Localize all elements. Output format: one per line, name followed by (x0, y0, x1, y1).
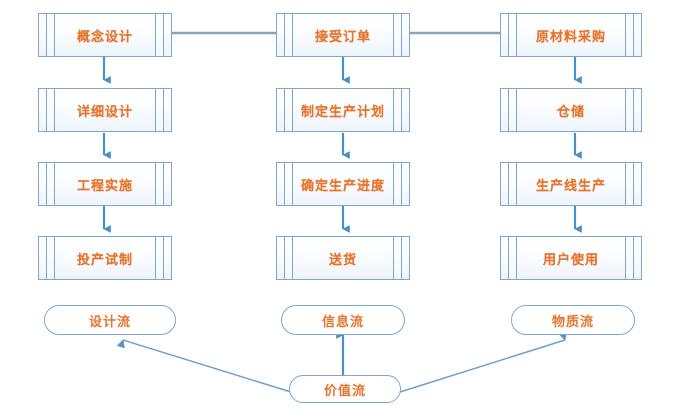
pill-design-flow[interactable]: 设计流 (44, 305, 176, 335)
process-box-trial-production[interactable]: 投产试制 (38, 236, 172, 280)
box-left-panel (508, 89, 517, 131)
process-box-label: 详细设计 (76, 103, 133, 119)
process-box-label: 工程实施 (76, 177, 133, 193)
box-right-panel (625, 163, 634, 205)
pill-label: 价值流 (323, 382, 366, 398)
process-box-label: 投产试制 (76, 251, 133, 267)
box-right-panel (393, 89, 402, 131)
box-left-panel (46, 237, 55, 279)
box-right-panel (625, 89, 634, 131)
box-left-panel (284, 237, 293, 279)
process-box-delivery[interactable]: 送货 (276, 236, 410, 280)
arrow-value-to-material (399, 331, 567, 393)
process-box-label: 确定生产进度 (300, 177, 385, 193)
box-right-panel (155, 163, 164, 205)
box-left-panel (508, 163, 517, 205)
box-left-panel (46, 14, 55, 56)
box-left-panel (284, 14, 293, 56)
process-box-label: 送货 (328, 251, 357, 267)
process-box-label: 用户使用 (542, 251, 599, 267)
process-box-label: 制定生产计划 (300, 103, 385, 119)
process-box-customer-use[interactable]: 用户使用 (500, 236, 642, 280)
box-left-panel (46, 89, 55, 131)
process-box-warehousing[interactable]: 仓储 (500, 88, 642, 132)
arrow-value-to-design (116, 339, 292, 393)
box-right-panel (625, 237, 634, 279)
box-right-panel (393, 237, 402, 279)
box-right-panel (393, 163, 402, 205)
process-box-label: 原材料采购 (535, 28, 606, 44)
pill-label: 设计流 (88, 313, 131, 329)
pill-material-flow[interactable]: 物质流 (511, 305, 635, 335)
box-right-panel (155, 89, 164, 131)
process-box-concept-design[interactable]: 概念设计 (38, 13, 172, 57)
process-box-detailed-design[interactable]: 详细设计 (38, 88, 172, 132)
box-right-panel (155, 14, 164, 56)
process-box-label: 仓储 (556, 103, 585, 119)
box-right-panel (155, 237, 164, 279)
box-right-panel (625, 14, 634, 56)
box-right-panel (393, 14, 402, 56)
process-box-production-schedule[interactable]: 确定生产进度 (276, 162, 410, 206)
process-box-label: 生产线生产 (535, 177, 606, 193)
box-left-panel (46, 163, 55, 205)
process-box-raw-material-purchase[interactable]: 原材料采购 (500, 13, 642, 57)
box-left-panel (508, 14, 517, 56)
process-box-label: 概念设计 (76, 28, 133, 44)
pill-label: 物质流 (551, 313, 594, 329)
box-left-panel (284, 89, 293, 131)
box-left-panel (284, 163, 293, 205)
process-box-production-line[interactable]: 生产线生产 (500, 162, 642, 206)
process-box-accept-order[interactable]: 接受订单 (276, 13, 410, 57)
process-box-engineering-implementation[interactable]: 工程实施 (38, 162, 172, 206)
process-box-label: 接受订单 (314, 28, 371, 44)
pill-value-flow[interactable]: 价值流 (289, 375, 401, 403)
box-left-panel (508, 237, 517, 279)
pill-label: 信息流 (321, 313, 364, 329)
process-box-production-plan[interactable]: 制定生产计划 (276, 88, 410, 132)
pill-information-flow[interactable]: 信息流 (281, 305, 405, 335)
